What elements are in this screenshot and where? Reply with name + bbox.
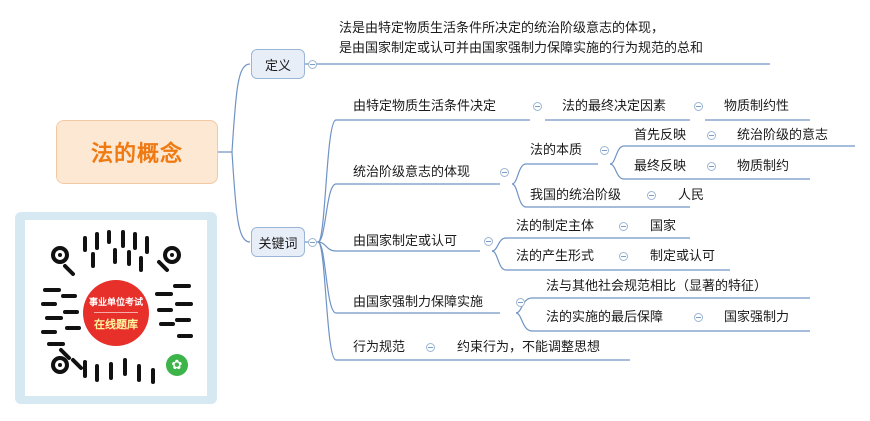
node-ultimately-reflects[interactable]: 最终反映 [634, 159, 687, 174]
collapse-toggle[interactable] [308, 60, 317, 69]
node-ruling-will[interactable]: 统治阶级意志的体现 [353, 165, 471, 180]
definition-text-line2: 是由国家制定或认可并由国家强制力保障实施的行为规范的总和 [339, 41, 704, 56]
collapse-toggle[interactable] [426, 343, 435, 352]
node-distinctive-feature[interactable]: 法与其他社会规范相比（显著的特征） [546, 279, 768, 294]
node-ruling-class-will[interactable]: 统治阶级的意志 [737, 128, 829, 143]
collapse-toggle[interactable] [647, 191, 656, 200]
node-state-coercion[interactable]: 由国家强制力保障实施 [353, 295, 484, 310]
qr-finder-icon [51, 356, 69, 374]
qr-finder-icon [163, 246, 181, 264]
collapse-toggle[interactable] [707, 162, 716, 171]
qr-code-panel: 事业单位考试 在线题库 ✿ [15, 212, 217, 404]
node-regulate-behavior[interactable]: 约束行为，不能调整思想 [457, 340, 601, 355]
qr-pattern [41, 230, 193, 384]
collapse-toggle[interactable] [707, 131, 716, 140]
node-first-reflects[interactable]: 首先反映 [634, 128, 687, 143]
collapse-toggle[interactable] [500, 168, 509, 177]
qr-badge-title: 事业单位考试 [88, 297, 143, 308]
root-node[interactable]: 法的概念 [56, 120, 218, 184]
collapse-toggle[interactable] [694, 313, 703, 322]
category-keywords[interactable]: 关键词 [251, 227, 305, 257]
qr-finder-icon [51, 246, 69, 264]
node-ruling-class[interactable]: 我国的统治阶级 [530, 188, 622, 203]
node-final-determinant[interactable]: 法的最终决定因素 [562, 99, 667, 114]
node-people[interactable]: 人民 [678, 188, 705, 203]
collapse-toggle[interactable] [600, 146, 609, 155]
collapse-toggle[interactable] [533, 102, 542, 111]
node-material-restriction[interactable]: 物质制约 [737, 159, 790, 174]
mini-program-icon: ✿ [166, 354, 188, 376]
node-state[interactable]: 国家 [650, 219, 677, 234]
node-essence[interactable]: 法的本质 [530, 143, 583, 158]
collapse-toggle[interactable] [619, 252, 628, 261]
node-state-force[interactable]: 国家强制力 [724, 310, 790, 325]
node-state-made[interactable]: 由国家制定或认可 [353, 234, 458, 249]
definition-text-line1: 法是由特定物质生活条件所决定的统治阶级意志的体现， [339, 21, 665, 36]
node-enact-or-recognize[interactable]: 制定或认可 [650, 249, 716, 264]
node-form-of-creation[interactable]: 法的产生形式 [516, 249, 595, 264]
collapse-toggle[interactable] [308, 238, 317, 247]
collapse-toggle[interactable] [516, 298, 525, 307]
node-enacting-body[interactable]: 法的制定主体 [516, 219, 595, 234]
node-material-constraint[interactable]: 物质制约性 [724, 99, 790, 114]
node-material-conditions[interactable]: 由特定物质生活条件决定 [353, 99, 497, 114]
collapse-toggle[interactable] [484, 237, 493, 246]
category-definition[interactable]: 定义 [251, 49, 305, 79]
qr-center-badge: 事业单位考试 在线题库 [83, 280, 149, 346]
collapse-toggle[interactable] [694, 102, 703, 111]
qr-badge-subtitle: 在线题库 [94, 311, 138, 332]
collapse-toggle[interactable] [619, 222, 628, 231]
node-final-guarantee[interactable]: 法的实施的最后保障 [546, 310, 664, 325]
node-behavior-norm[interactable]: 行为规范 [353, 340, 406, 355]
qr-code[interactable]: 事业单位考试 在线题库 ✿ [25, 220, 207, 396]
